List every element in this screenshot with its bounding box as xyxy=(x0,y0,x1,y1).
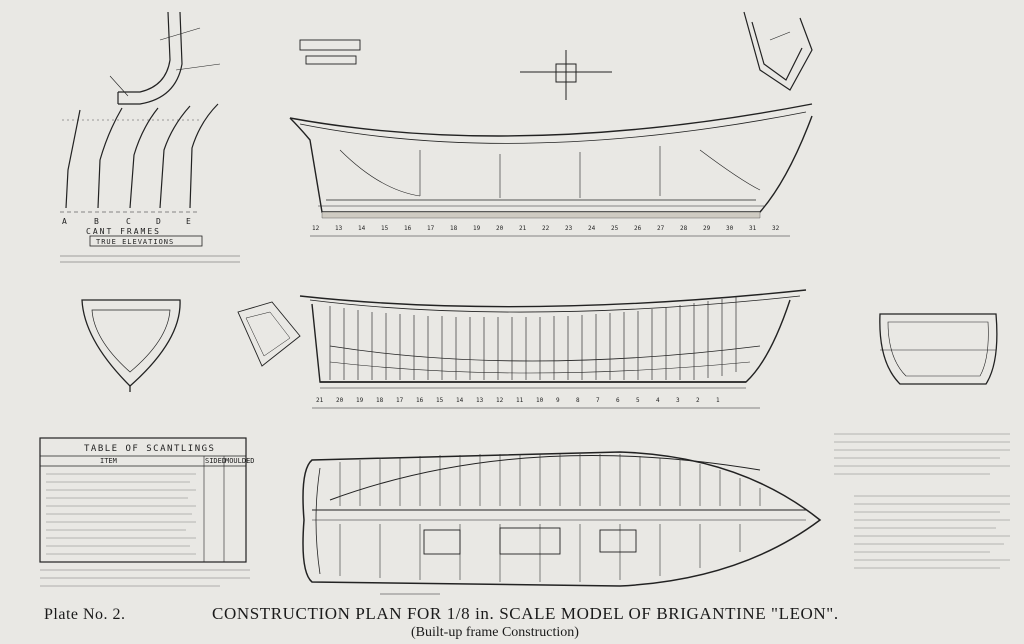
svg-text:10: 10 xyxy=(536,397,544,404)
cant-frames xyxy=(60,103,219,213)
svg-text:8: 8 xyxy=(576,397,580,404)
svg-text:12: 12 xyxy=(496,397,504,404)
frame-timbers xyxy=(329,297,737,380)
svg-text:B: B xyxy=(94,217,99,226)
svg-text:5: 5 xyxy=(636,397,640,404)
svg-text:22: 22 xyxy=(542,225,550,232)
top-station-numbers: 12 13 14 15 16 17 18 19 20 21 22 23 24 2… xyxy=(312,225,780,232)
plan-view-hull xyxy=(302,451,822,587)
svg-text:19: 19 xyxy=(356,397,364,404)
svg-text:15: 15 xyxy=(436,397,444,404)
framing-profile xyxy=(299,289,807,389)
plan-deck-beams xyxy=(339,454,761,582)
svg-text:14: 14 xyxy=(358,225,366,232)
svg-text:4: 4 xyxy=(656,397,660,404)
inboard-profile xyxy=(289,103,813,213)
section-left xyxy=(81,299,181,392)
svg-text:3: 3 xyxy=(676,397,680,404)
svg-text:20: 20 xyxy=(496,225,504,232)
svg-text:2: 2 xyxy=(696,397,700,404)
scantlings-table: TABLE OF SCANTLINGS ITEM SIDED MOULDED xyxy=(39,437,255,563)
svg-text:21: 21 xyxy=(519,225,527,232)
notes-block xyxy=(834,433,1010,569)
svg-text:1: 1 xyxy=(716,397,720,404)
svg-text:16: 16 xyxy=(404,225,412,232)
svg-text:E: E xyxy=(186,217,191,226)
svg-text:27: 27 xyxy=(657,225,665,232)
stem-detail xyxy=(109,11,221,105)
plan-hatches xyxy=(423,527,637,555)
svg-text:19: 19 xyxy=(473,225,481,232)
svg-text:26: 26 xyxy=(634,225,642,232)
scantlings-col-item: ITEM xyxy=(100,457,117,465)
svg-text:6: 6 xyxy=(616,397,620,404)
mast-partner-detail xyxy=(520,50,612,100)
svg-text:15: 15 xyxy=(381,225,389,232)
svg-text:9: 9 xyxy=(556,397,560,404)
scantlings-col-moulded: MOULDED xyxy=(225,457,255,465)
section-right xyxy=(879,313,998,385)
svg-text:17: 17 xyxy=(396,397,404,404)
svg-text:D: D xyxy=(156,217,161,226)
svg-text:13: 13 xyxy=(476,397,484,404)
svg-text:7: 7 xyxy=(596,397,600,404)
cant-frame-letters: A B C D E xyxy=(62,217,191,226)
scantlings-col-sided: SIDED xyxy=(205,457,226,465)
svg-text:30: 30 xyxy=(726,225,734,232)
svg-text:20: 20 xyxy=(336,397,344,404)
svg-text:18: 18 xyxy=(376,397,384,404)
svg-text:14: 14 xyxy=(456,397,464,404)
svg-text:C: C xyxy=(126,217,131,226)
fragment-detail-top xyxy=(299,39,361,65)
true-elevations-label: TRUE ELEVATIONS xyxy=(96,238,174,246)
svg-text:24: 24 xyxy=(588,225,596,232)
svg-text:17: 17 xyxy=(427,225,435,232)
mid-station-numbers: 21 20 19 18 17 16 15 14 13 12 11 10 9 8 … xyxy=(316,397,720,404)
svg-text:12: 12 xyxy=(312,225,320,232)
svg-text:A: A xyxy=(62,217,67,226)
cant-frames-label: CANT FRAMES xyxy=(86,227,161,236)
svg-text:31: 31 xyxy=(749,225,757,232)
svg-text:29: 29 xyxy=(703,225,711,232)
plan-subtitle: (Built-up frame Construction) xyxy=(411,625,579,640)
svg-text:13: 13 xyxy=(335,225,343,232)
bow-frame-detail xyxy=(743,11,813,91)
svg-text:18: 18 xyxy=(450,225,458,232)
svg-text:11: 11 xyxy=(516,397,524,404)
svg-text:23: 23 xyxy=(565,225,573,232)
svg-text:32: 32 xyxy=(772,225,780,232)
hawse-detail xyxy=(237,301,301,367)
scantlings-table-title: TABLE OF SCANTLINGS xyxy=(84,444,215,454)
plate-number: Plate No. 2. xyxy=(44,606,126,623)
keel-hatching-top xyxy=(321,211,761,219)
svg-text:25: 25 xyxy=(611,225,619,232)
svg-text:21: 21 xyxy=(316,397,324,404)
svg-text:28: 28 xyxy=(680,225,688,232)
plan-title: CONSTRUCTION PLAN FOR 1/8 in. SCALE MODE… xyxy=(212,604,839,623)
svg-text:16: 16 xyxy=(416,397,424,404)
